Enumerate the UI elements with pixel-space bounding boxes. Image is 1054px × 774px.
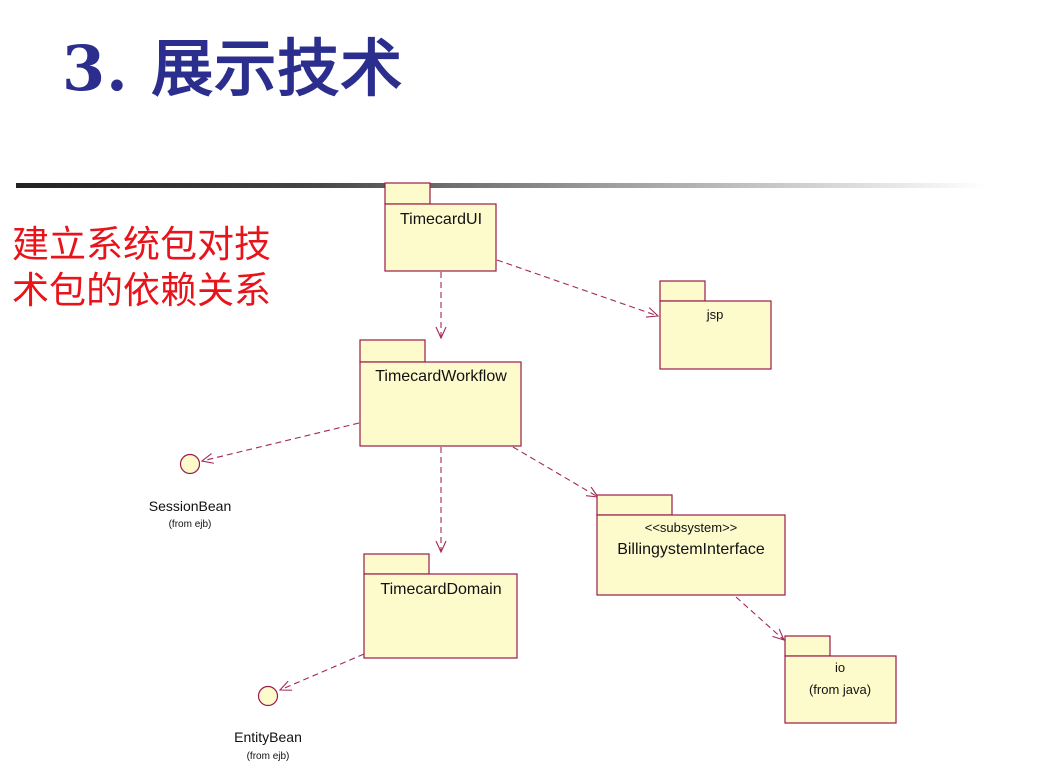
package-timecardui[interactable]: TimecardUI bbox=[384, 182, 497, 272]
package-tab bbox=[384, 182, 431, 205]
package-body bbox=[659, 300, 772, 370]
package-body bbox=[784, 655, 897, 724]
package-tab bbox=[659, 280, 706, 302]
package-stereotype: <<subsystem>> bbox=[645, 520, 738, 535]
interface-circle bbox=[257, 685, 279, 707]
package-tab bbox=[596, 494, 673, 516]
package-name: TimecardDomain bbox=[380, 581, 501, 598]
dependency-workflow-billing bbox=[512, 446, 600, 498]
interface-entitybean[interactable]: EntityBean (from ejb) bbox=[234, 685, 302, 763]
package-jsp[interactable]: jsp bbox=[659, 280, 772, 370]
package-body bbox=[359, 361, 522, 447]
package-name: TimecardUI bbox=[400, 211, 482, 228]
package-body bbox=[384, 203, 497, 272]
package-name: BillingystemInterface bbox=[617, 541, 765, 558]
package-body bbox=[363, 573, 518, 659]
subtitle-line-2: 术包的依赖关系 bbox=[12, 269, 271, 312]
interface-source: (from ejb) bbox=[169, 519, 212, 530]
subtitle-line-1: 建立系统包对技 bbox=[12, 223, 271, 266]
dependency-workflow-sessionbean bbox=[200, 422, 360, 464]
dependency-timecardui-jsp bbox=[496, 259, 660, 318]
interface-name: EntityBean bbox=[234, 729, 302, 745]
package-tab bbox=[784, 635, 831, 657]
package-name: TimecardWorkflow bbox=[375, 368, 507, 385]
package-timecarddomain[interactable]: TimecardDomain bbox=[363, 553, 518, 659]
dependency-domain-entitybean bbox=[278, 653, 365, 691]
package-tab bbox=[363, 553, 430, 575]
interface-name: SessionBean bbox=[149, 498, 232, 514]
package-io[interactable]: io (from java) bbox=[784, 635, 897, 724]
slide-title: 3. 展示技术 bbox=[62, 32, 404, 105]
package-billing-interface[interactable]: <<subsystem>> BillingystemInterface bbox=[596, 494, 786, 596]
package-body bbox=[596, 514, 786, 596]
interface-circle bbox=[179, 453, 201, 475]
package-tab bbox=[359, 339, 426, 363]
package-timecardworkflow[interactable]: TimecardWorkflow bbox=[359, 339, 522, 447]
package-name: io bbox=[835, 660, 845, 675]
slide-subtitle: 建立系统包对技 术包的依赖关系 bbox=[12, 222, 322, 314]
package-source: (from java) bbox=[809, 682, 871, 697]
dependency-billing-io bbox=[735, 596, 785, 641]
package-name: jsp bbox=[706, 307, 724, 322]
interface-sessionbean[interactable]: SessionBean (from ejb) bbox=[149, 453, 232, 531]
interface-source: (from ejb) bbox=[247, 751, 290, 762]
title-divider bbox=[16, 183, 986, 188]
dependencies bbox=[200, 259, 785, 691]
